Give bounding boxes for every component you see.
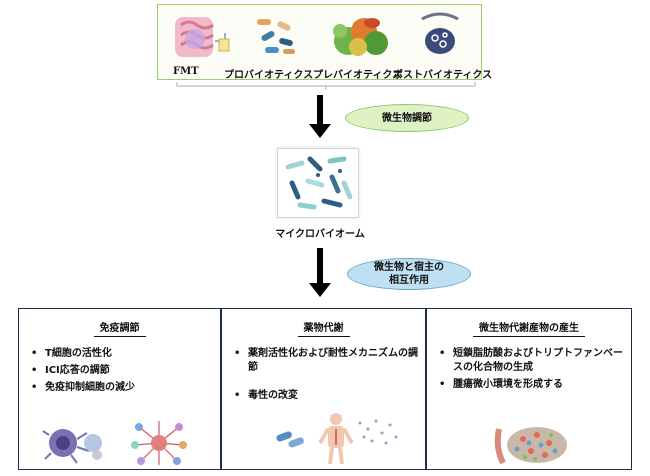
list-item: 短鎖脂肪酸およびトリプトファンベースの化合物の生成 [439,347,627,375]
host-interaction-line1: 微生物と宿主の [374,262,444,273]
prebiotics-label: プレバイオティクス [313,70,403,81]
metab-title: 微生物代謝産物の産生 [473,323,585,337]
drug-metabolism-box: 薬物代謝 薬剤活性化および耐性メカニズムの調節 毒性の改変 [221,308,426,470]
microbial-modulation-label: 微生物調節 [382,112,432,124]
immune-cell-icon [131,421,187,465]
metabolite-production-box: 微生物代謝産物の産生 短鎖脂肪酸およびトリプトファンベースの化合物の生成 腫瘍微… [426,308,632,470]
immune-regulation-box: 免疫調節 T細胞の活性化 ICI応答の調節 免疫抑制細胞の減少 [18,308,221,470]
brace-connector [176,82,476,90]
t-cell-icon [42,429,102,464]
drug-list: 薬剤活性化および耐性メカニズムの調節 毒性の改変 [234,347,418,406]
metab-title-wrap: 微生物代謝産物の産生 [427,319,631,337]
postbiotics-label: ポストバイオティクス [393,70,493,81]
microbial-modulation-badge: 微生物調節 [345,104,469,132]
interventions-panel: FMT プロバイオティクス プレバイオティクス ポストバイオティクス [157,4,492,81]
arrow-down-icon-2 [309,283,331,297]
host-interaction-badge: 微生物と宿主の 相互作用 [347,258,471,290]
microbiome-image [277,148,359,218]
list-item: T細胞の活性化 [31,347,216,361]
arrow-shaft-2 [317,248,323,283]
flask-icon [421,12,459,54]
drug-title-wrap: 薬物代謝 [222,319,425,337]
intestine-icon [175,17,230,57]
immune-title: 免疫調節 [93,323,146,337]
drug-title: 薬物代謝 [297,323,350,337]
vegetables-icon [333,18,388,56]
list-item: ICI応答の調節 [31,364,216,378]
immune-list: T細胞の活性化 ICI応答の調節 免疫抑制細胞の減少 [31,347,216,398]
arrow-shaft-1 [317,95,323,125]
list-item: 毒性の改変 [234,389,418,403]
list-item: 免疫抑制細胞の減少 [31,381,216,395]
fmt-label: FMT [173,66,199,77]
tumor-tissue-icon [494,427,567,465]
probiotics-label: プロバイオティクス [224,70,314,81]
human-body-icon [276,413,398,465]
list-item: 腫瘍微小環境を形成する [439,378,627,392]
capsules-icon [257,19,295,54]
metabolite-list: 短鎖脂肪酸およびトリプトファンベースの化合物の生成 腫瘍微小環境を形成する [439,347,627,395]
arrow-down-icon-1 [309,124,331,138]
immune-title-wrap: 免疫調節 [19,319,220,337]
host-interaction-line2: 相互作用 [389,275,429,286]
bacteria-icon [285,156,353,210]
microbiome-label: マイクロバイオーム [275,229,365,240]
list-item: 薬剤活性化および耐性メカニズムの調節 [234,347,418,375]
